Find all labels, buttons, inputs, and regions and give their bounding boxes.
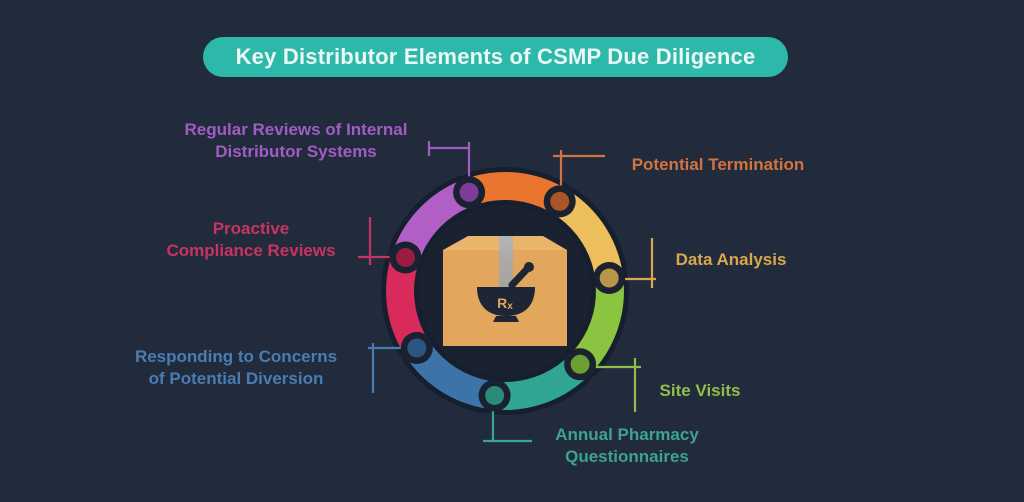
segment-label-line: Proactive bbox=[212, 219, 290, 238]
chain-segment-orange bbox=[463, 172, 569, 213]
chain-segment-red bbox=[386, 248, 427, 355]
segment-label-line: Compliance Reviews bbox=[166, 241, 336, 260]
chain-pin-purple bbox=[459, 182, 479, 202]
rx-label: Rx bbox=[497, 295, 513, 312]
chain-pin-green bbox=[570, 354, 590, 374]
segment-label-line: Data Analysis bbox=[675, 250, 787, 269]
segment-label-line: Responding to Concerns bbox=[134, 347, 338, 366]
page-title: Key Distributor Elements of CSMP Due Dil… bbox=[235, 44, 756, 69]
segment-label-line: Potential Termination bbox=[631, 155, 805, 174]
segment-label-line: of Potential Diversion bbox=[148, 369, 324, 388]
chain-pins-layer bbox=[389, 176, 626, 412]
segment-label-blue: Responding to Concerns of Potential Diver… bbox=[106, 346, 366, 390]
segment-label-line: Questionnaires bbox=[565, 447, 689, 466]
segment-label-line: Regular Reviews of Internal bbox=[184, 120, 408, 139]
segment-label-orange: Potential Termination bbox=[603, 154, 833, 176]
chain-pin-blue bbox=[407, 338, 427, 358]
segment-label-line: Annual Pharmacy bbox=[555, 425, 699, 444]
segment-label-line: Distributor Systems bbox=[215, 142, 377, 161]
chain-pin-red bbox=[396, 248, 415, 267]
segment-label-yellow: Data Analysis bbox=[636, 249, 826, 271]
chain-pin-orange bbox=[550, 191, 570, 211]
pharmacy-box-icon: Rx bbox=[443, 236, 567, 346]
segment-label-line: Site Visits bbox=[659, 381, 741, 400]
box-tape bbox=[499, 236, 513, 290]
chain-pin-yellow bbox=[599, 268, 619, 288]
segment-label-green: Site Visits bbox=[615, 380, 785, 402]
mortar-pestle-icon: Rx bbox=[477, 262, 535, 322]
chain-pin-teal bbox=[485, 386, 505, 405]
title-pill: Key Distributor Elements of CSMP Due Dil… bbox=[203, 37, 788, 77]
